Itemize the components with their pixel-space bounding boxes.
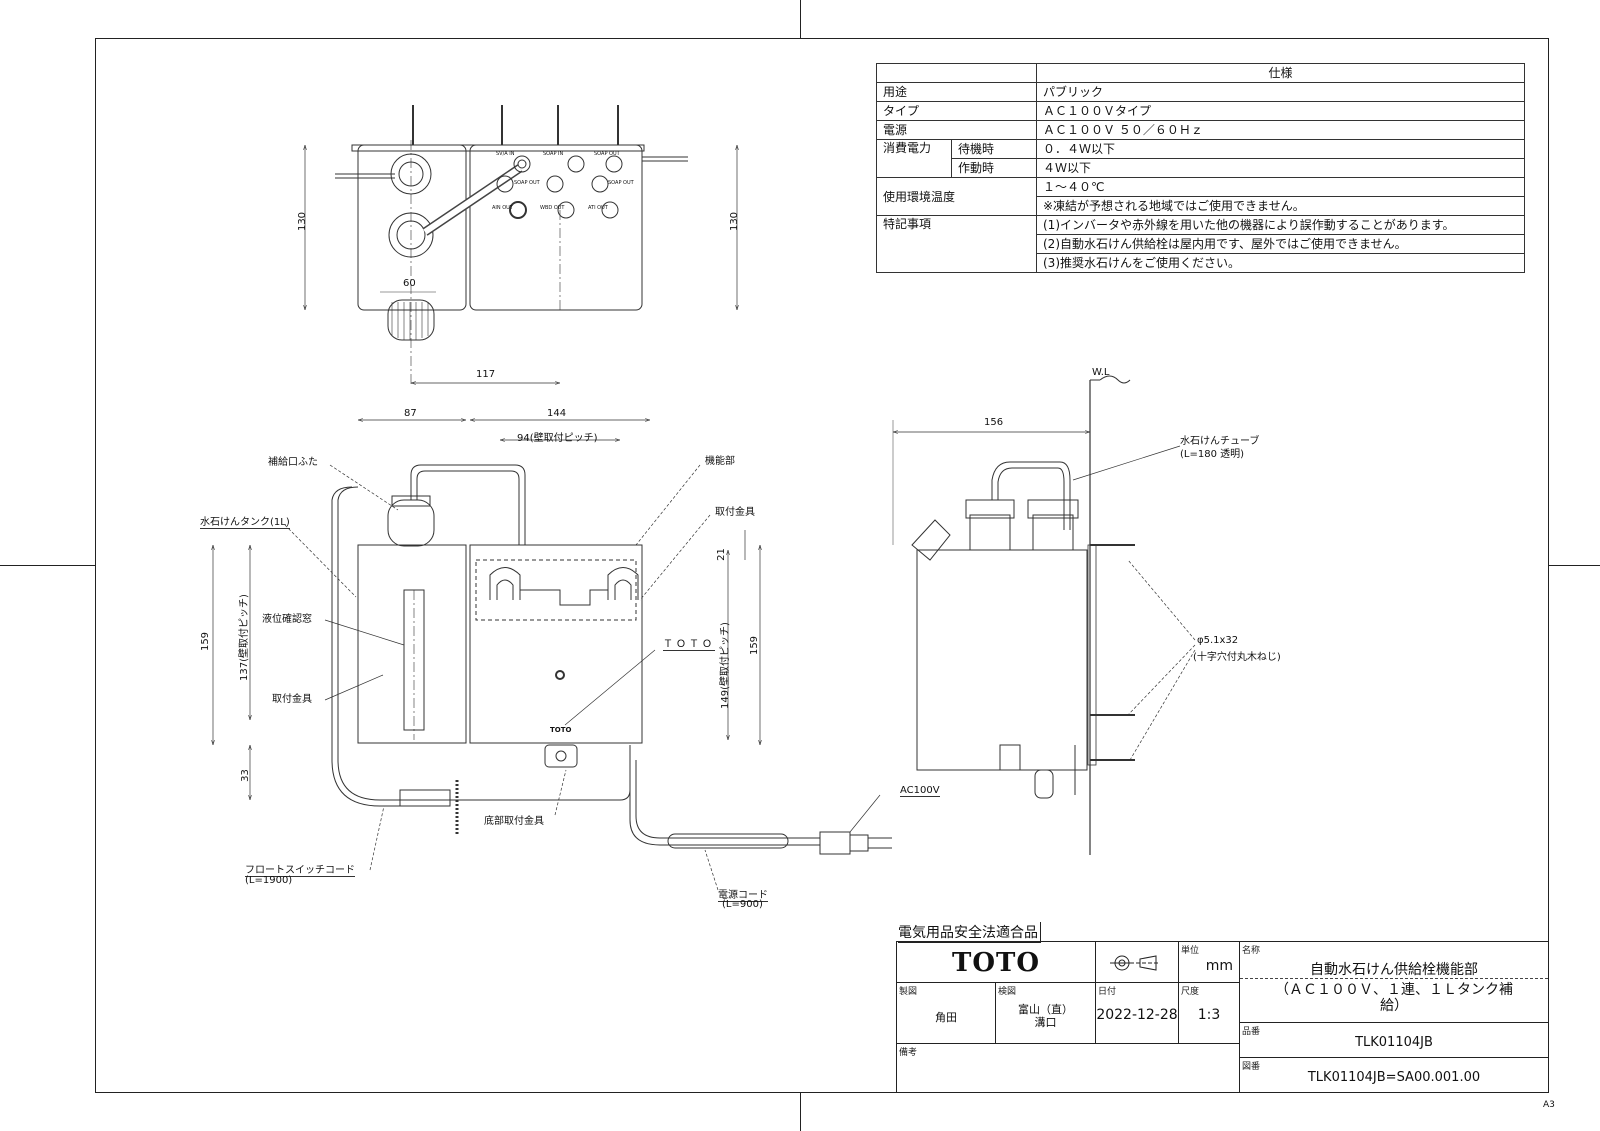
dim-33: 33 — [239, 769, 251, 782]
dim-149: 149(壁取付ピッチ) — [719, 622, 731, 709]
port-label: SOAP OUT — [608, 180, 634, 186]
remarks-caption: 備考 — [899, 1048, 918, 1058]
dim-130-left: 130 — [297, 211, 309, 232]
dim-21: 21 — [715, 548, 727, 561]
checked-caption: 検図 — [998, 987, 1017, 997]
scale-cell: 尺度 1:3 — [1178, 982, 1240, 1044]
port-label: SV/A IN — [496, 151, 515, 157]
dim-137: 137(壁取付ピッチ) — [238, 594, 250, 681]
refill-cap-label: 補給口ふた — [268, 457, 318, 468]
logo-cell: TOTO — [896, 941, 1096, 983]
center-mark-left — [0, 565, 95, 566]
scale-value: 1:3 — [1197, 1007, 1221, 1023]
unit-caption: 単位 — [1181, 946, 1200, 956]
toto-logo: TOTO — [952, 948, 1040, 978]
part-number-cell: 品番 TLK01104JB — [1239, 1022, 1549, 1058]
spec-value: ＡＣ１００Ｖ ５０／６０Ｈｚ — [1036, 120, 1525, 140]
float-cord-label: フロートスイッチコード — [245, 861, 355, 877]
drawing-caption: 図番 — [1242, 1062, 1261, 1072]
port-label: SOAP OUT — [514, 180, 540, 186]
bottom-bracket-label: 底部取付金具 — [484, 816, 544, 827]
front-view — [213, 420, 892, 891]
spec-label: 電源 — [876, 120, 1037, 140]
soap-tube-label: 水石けんチューブ — [1180, 436, 1260, 447]
center-mark-right — [1549, 565, 1600, 566]
unit-cell: 単位 mm — [1178, 941, 1240, 983]
name-caption: 名称 — [1242, 946, 1261, 956]
float-cord-length: (L=1900) — [245, 875, 293, 886]
screw-label: φ5.1x32 — [1197, 635, 1239, 646]
unit-value: mm — [1205, 958, 1233, 974]
dim-130-right: 130 — [729, 211, 741, 232]
drawn-caption: 製図 — [899, 987, 918, 997]
toto-mark-label: ＴＯＴＯ — [663, 635, 715, 651]
product-name: 自動水石けん供給栓機能部 — [1310, 962, 1478, 978]
center-mark-top — [800, 0, 801, 38]
power-cord-label: 電源コード — [718, 886, 768, 902]
dim-94: 94(壁取付ピッチ) — [517, 433, 598, 444]
drawn-by: 角田 — [935, 1011, 957, 1024]
third-angle-projection-icon — [1110, 955, 1160, 971]
screw-description: (十字穴付丸木ねじ) — [1193, 652, 1281, 663]
toto-logo-small: TOTO — [550, 726, 572, 734]
port-label: ATI OUT — [588, 205, 608, 211]
soap-tube-spec: (L=180 透明) — [1180, 449, 1245, 460]
scale-caption: 尺度 — [1181, 987, 1200, 997]
dim-159-right: 159 — [749, 635, 761, 656]
remarks-cell: 備考 — [896, 1043, 1240, 1093]
title-block: TOTO 単位 mm 名称 自動水石けん供給栓機能部 （ＡＣ１００Ｖ、１連、１Ｌ… — [896, 941, 1549, 1093]
power-cord-length: (L=900) — [722, 899, 763, 910]
dim-87: 87 — [404, 408, 417, 419]
dim-60: 60 — [403, 278, 416, 289]
checked-cell: 検図 富山（直） 溝口 — [995, 982, 1096, 1044]
port-label: WBD OUT — [540, 205, 565, 211]
name-cell: 名称 自動水石けん供給栓機能部 （ＡＣ１００Ｖ、１連、１Ｌタンク補給） — [1239, 941, 1549, 1023]
dim-144: 144 — [547, 408, 567, 419]
sheet-size-label: A3 — [1543, 1100, 1555, 1110]
port-label: SOAP IN — [543, 151, 564, 157]
level-window-label: 液位確認窓 — [262, 614, 312, 625]
top-view — [305, 105, 737, 385]
function-unit-label: 機能部 — [705, 456, 735, 467]
part-caption: 品番 — [1242, 1027, 1261, 1037]
dim-156: 156 — [984, 417, 1004, 428]
safety-standard-label: 電気用品安全法適合品 — [898, 922, 1041, 943]
spec-item: (1)インバータや赤外線を用いた他の機器により誤作動することがあります。 — [1036, 215, 1525, 235]
projection-symbol-cell — [1095, 941, 1179, 983]
drawing-number: TLK01104JB=SA00.001.00 — [1307, 1070, 1481, 1085]
dim-159-left: 159 — [200, 631, 212, 652]
side-view — [892, 375, 1196, 855]
part-number: TLK01104JB — [1355, 1035, 1433, 1050]
spec-sublabel: 作動時 — [951, 158, 1037, 178]
tank-label: 水石けんタンク(1L) — [200, 513, 290, 529]
checked-by: 富山（直） 溝口 — [1018, 1003, 1073, 1029]
drawn-cell: 製図 角田 — [896, 982, 996, 1044]
bracket-right-label: 取付金具 — [715, 507, 755, 518]
center-mark-bottom — [800, 1093, 801, 1131]
spec-item: (3)推奨水石けんをご使用ください。 — [1036, 253, 1525, 273]
port-label: SOAP OUT — [594, 151, 620, 157]
product-subname: （ＡＣ１００Ｖ、１連、１Ｌタンク補給） — [1275, 982, 1513, 1014]
spec-label: 特記事項 — [876, 215, 1037, 273]
date-value: 2022-12-28 — [1096, 1007, 1178, 1023]
spec-label: 使用環境温度 — [876, 177, 1037, 216]
date-caption: 日付 — [1098, 987, 1117, 997]
date-cell: 日付 2022-12-28 — [1095, 982, 1179, 1044]
dim-117: 117 — [476, 369, 496, 380]
drawing-frame — [95, 38, 1549, 1093]
water-level-label: W.L — [1092, 367, 1110, 378]
bracket-left-label: 取付金具 — [272, 694, 312, 705]
ac100v-label: AC100V — [900, 785, 940, 797]
drawing-number-cell: 図番 TLK01104JB=SA00.001.00 — [1239, 1057, 1549, 1093]
port-label: AIN OUT — [492, 205, 513, 211]
